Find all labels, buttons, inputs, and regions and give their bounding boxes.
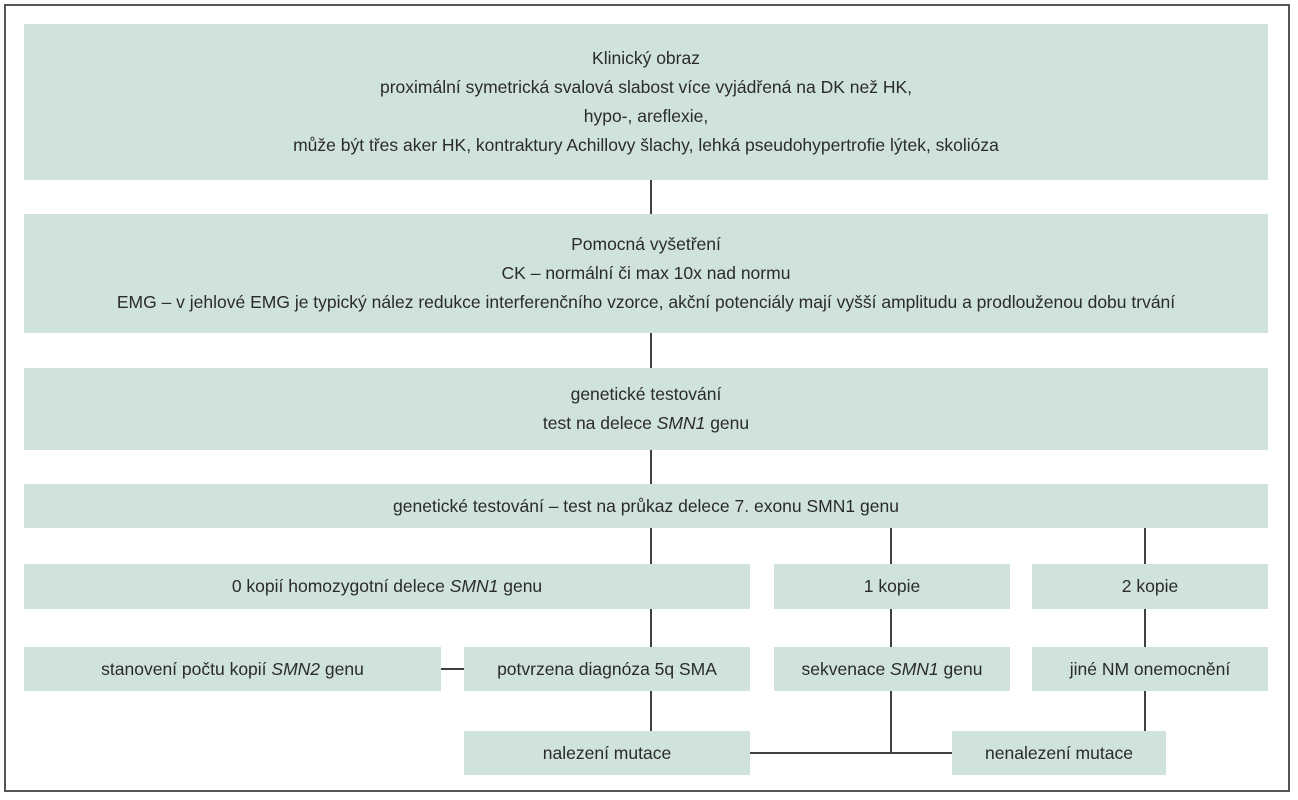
node-jine-nm: jiné NM onemocnění <box>1032 647 1268 691</box>
gene-name: SMN1 <box>656 413 706 433</box>
node-text-line: hypo-, areflexie, <box>583 106 709 126</box>
node-text: potvrzena diagnóza 5q SMA <box>497 658 717 679</box>
node-text: 1 kopie <box>863 576 921 596</box>
node-test-exon7: genetické testování – test na průkaz del… <box>24 484 1268 528</box>
node-text: sekvenace SMN1 genu <box>802 655 983 684</box>
node-stanoveni-smn2: stanovení počtu kopií SMN2 genu <box>24 647 441 691</box>
text-part: test na delece <box>542 413 657 433</box>
node-0-kopii: 0 kopií homozygotní delece SMN1 genu <box>24 564 750 609</box>
node-text: stanovení počtu kopií SMN2 genu <box>101 655 364 684</box>
text-part: genu <box>320 658 364 679</box>
node-text-line: proximální symetrická svalová slabost ví… <box>379 77 913 97</box>
node-text-line: CK – normální či max 10x nad normu <box>501 263 791 283</box>
node-text: genetické testování – test na průkaz del… <box>393 495 899 516</box>
node-2-kopie: 2 kopie <box>1032 564 1268 609</box>
text-part: sekvenace <box>801 658 891 679</box>
node-nenalezeni-mutace: nenalezení mutace <box>952 731 1166 775</box>
node-potvrzena-diagnoza: potvrzena diagnóza 5q SMA <box>464 647 750 691</box>
node-text-line: může být třes aker HK, kontraktury Achil… <box>293 135 999 155</box>
gene-name: SMN2 <box>271 658 321 679</box>
node-klinicky-obraz: Klinický obraz proximální symetrická sva… <box>24 24 1268 180</box>
node-title: Pomocná vyšetření <box>571 234 721 254</box>
node-nalezeni-mutace: nalezení mutace <box>464 731 750 775</box>
gene-name: SMN1 <box>449 576 499 596</box>
node-sekvenace-smn1: sekvenace SMN1 genu <box>774 647 1010 691</box>
text-part: stanovení počtu kopií <box>101 658 272 679</box>
node-geneticke-testovani: genetické testování test na delece SMN1 … <box>24 368 1268 450</box>
node-text: nenalezení mutace <box>985 742 1133 763</box>
node-title: genetické testování <box>570 384 722 404</box>
node-pomocna-vysetreni: Pomocná vyšetření CK – normální či max 1… <box>24 214 1268 333</box>
node-text-line: EMG – v jehlové EMG je typický nález red… <box>116 292 1176 312</box>
node-text: nalezení mutace <box>542 742 672 763</box>
text-part: genu <box>705 413 750 433</box>
text-part: 0 kopií homozygotní delece <box>231 576 450 596</box>
text-part: genu <box>938 658 983 679</box>
node-text: jiné NM onemocnění <box>1069 658 1231 679</box>
node-text: 0 kopií homozygotní delece SMN1 genu <box>232 572 542 601</box>
node-title: Klinický obraz <box>592 48 700 68</box>
text-part: genu <box>498 576 543 596</box>
node-text-line: test na delece SMN1 genu <box>543 409 749 438</box>
diagram-frame <box>4 4 1290 792</box>
node-text: 2 kopie <box>1121 576 1179 596</box>
gene-name: SMN1 <box>890 658 939 679</box>
node-1-kopie: 1 kopie <box>774 564 1010 609</box>
